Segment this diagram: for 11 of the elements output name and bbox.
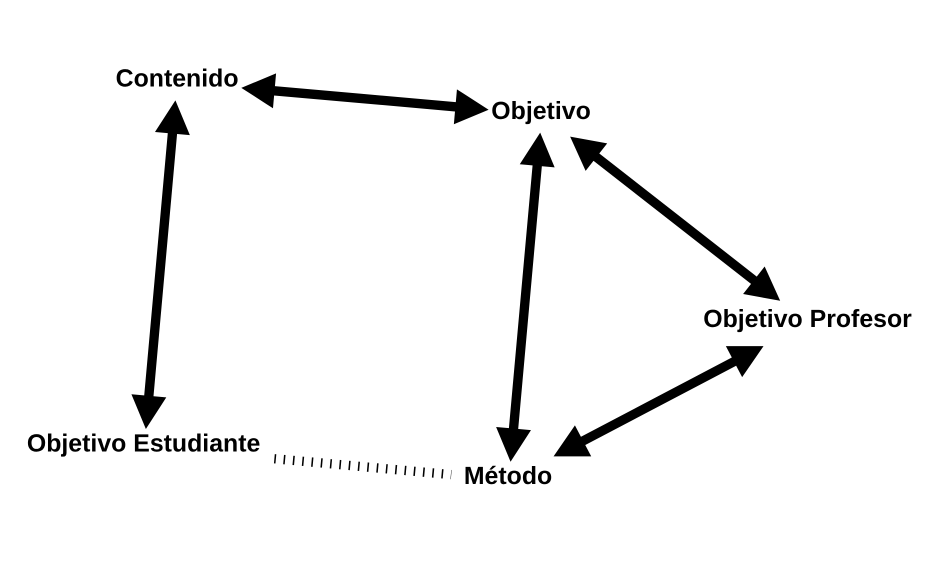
arrow xyxy=(131,100,190,429)
arrow xyxy=(241,73,489,124)
arrow xyxy=(496,132,555,462)
connector xyxy=(274,454,452,480)
node-text: Objetivo Profesor xyxy=(703,305,912,334)
node-text: Objetivo Estudiante xyxy=(26,429,260,458)
arrow xyxy=(554,346,764,456)
node-text: Método xyxy=(464,462,552,490)
arrow xyxy=(570,136,780,301)
node-text: Objetivo xyxy=(491,96,591,125)
node-text: Contenido xyxy=(116,64,239,93)
